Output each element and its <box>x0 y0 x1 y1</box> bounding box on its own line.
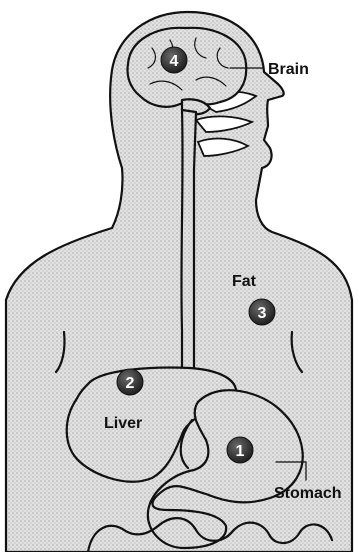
marker-2-liver: 2 <box>117 369 143 395</box>
marker-4-brain: 4 <box>161 47 187 73</box>
marker-4-number: 4 <box>170 53 179 70</box>
marker-3-fat: 3 <box>249 299 275 325</box>
marker-3-number: 3 <box>258 305 267 322</box>
liver-label: Liver <box>104 415 142 432</box>
esophagus <box>181 110 196 372</box>
brain-shape <box>128 28 247 107</box>
brain-label: Brain <box>268 61 309 78</box>
marker-1-stomach: 1 <box>227 437 253 463</box>
marker-1-number: 1 <box>236 443 245 460</box>
marker-2-number: 2 <box>126 375 135 392</box>
fat-label: Fat <box>232 273 257 290</box>
stomach-label: Stomach <box>274 485 342 502</box>
